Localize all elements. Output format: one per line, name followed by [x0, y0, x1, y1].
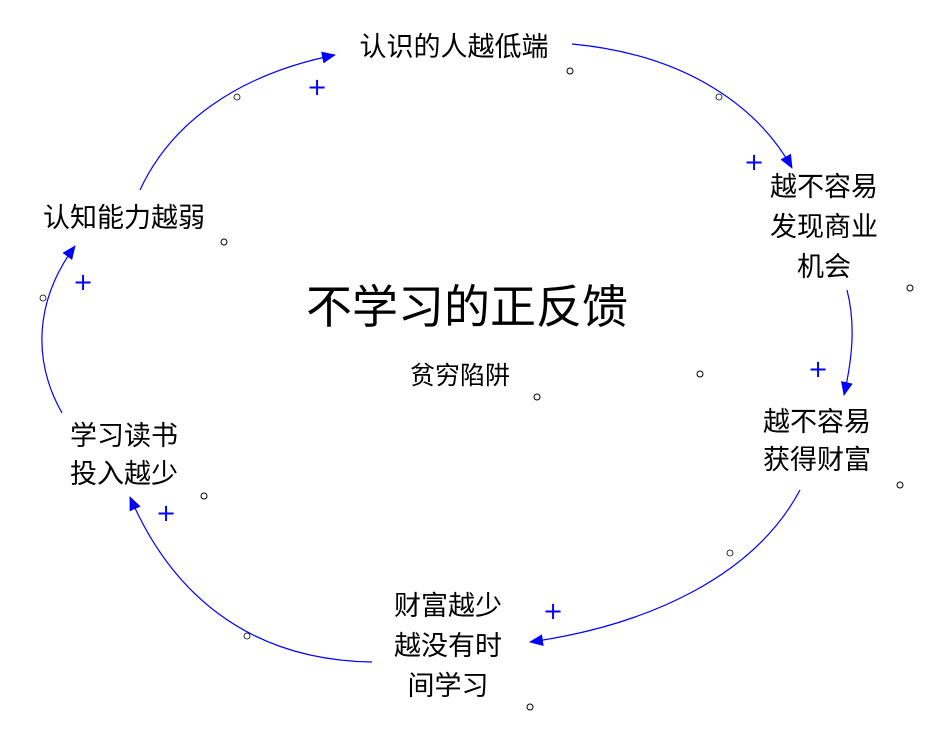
polarity-n3-n4: +	[543, 597, 563, 625]
node-n3[interactable]: 越不容易 获得财富	[763, 407, 904, 489]
node-n4[interactable]: 财富越少 越没有时 间学习	[394, 591, 534, 711]
node-n2-handle[interactable]	[906, 284, 914, 292]
node-n2[interactable]: 越不容易 发现商业 机会	[770, 172, 914, 292]
node-n2-label-line1: 越不容易	[770, 172, 878, 203]
node-n5-label-line2: 投入越少	[70, 459, 178, 490]
link-n5-n6-handle[interactable]	[39, 294, 47, 302]
link-n4-n5-handle[interactable]	[243, 632, 251, 640]
link-n3-n4-handle[interactable]	[726, 549, 734, 557]
node-n6[interactable]: 认知能力越弱	[43, 203, 228, 246]
link-n5-n6[interactable]	[41, 245, 76, 414]
link-n4-n5[interactable]	[129, 496, 373, 663]
node-n5[interactable]: 学习读书 投入越少	[70, 421, 208, 500]
node-n6-handle[interactable]	[220, 238, 228, 246]
node-n1-label: 认识的人越低端	[360, 32, 549, 63]
node-n1[interactable]: 认识的人越低端	[360, 32, 574, 75]
node-n2-label-line3: 机会	[797, 252, 851, 283]
links-group	[39, 43, 853, 663]
link-n3-n4[interactable]	[529, 489, 801, 647]
node-n4-label-line1: 财富越少	[394, 591, 502, 622]
polarity-n5-n6: +	[73, 268, 93, 296]
link-n2-n3[interactable]	[841, 289, 853, 396]
node-n3-label-line1: 越不容易	[763, 407, 871, 438]
loop-title-handle[interactable]	[696, 370, 704, 378]
link-n1-n2-handle[interactable]	[715, 93, 723, 101]
loop-subtitle-group[interactable]: 贫穷陷阱	[410, 361, 541, 401]
loop-title: 不学习的正反馈	[306, 280, 628, 334]
node-n5-handle[interactable]	[200, 492, 208, 500]
loop-subtitle: 贫穷陷阱	[410, 361, 510, 390]
loop-subtitle-handle[interactable]	[533, 393, 541, 401]
node-n3-handle[interactable]	[896, 481, 904, 489]
polarity-n1-n2: +	[744, 148, 764, 176]
node-n4-label-line3: 间学习	[408, 671, 489, 702]
node-n3-label-line2: 获得财富	[763, 445, 871, 476]
node-n4-handle[interactable]	[526, 703, 534, 711]
link-n1-n2[interactable]	[571, 43, 793, 169]
polarity-n6-n1: +	[307, 73, 327, 101]
polarity-n2-n3: +	[808, 355, 828, 383]
link-n6-n1-handle[interactable]	[233, 93, 241, 101]
node-n5-label-line1: 学习读书	[70, 421, 178, 452]
node-n2-label-line2: 发现商业	[770, 212, 878, 243]
node-n4-label-line2: 越没有时	[394, 631, 502, 662]
polarity-group: + + + + + +	[73, 73, 828, 625]
link-n6-n1[interactable]	[139, 51, 336, 191]
node-n6-label: 认知能力越弱	[43, 203, 205, 234]
node-n1-handle[interactable]	[566, 67, 574, 75]
polarity-n4-n5: +	[156, 499, 176, 527]
loop-title-group[interactable]: 不学习的正反馈	[306, 280, 704, 378]
